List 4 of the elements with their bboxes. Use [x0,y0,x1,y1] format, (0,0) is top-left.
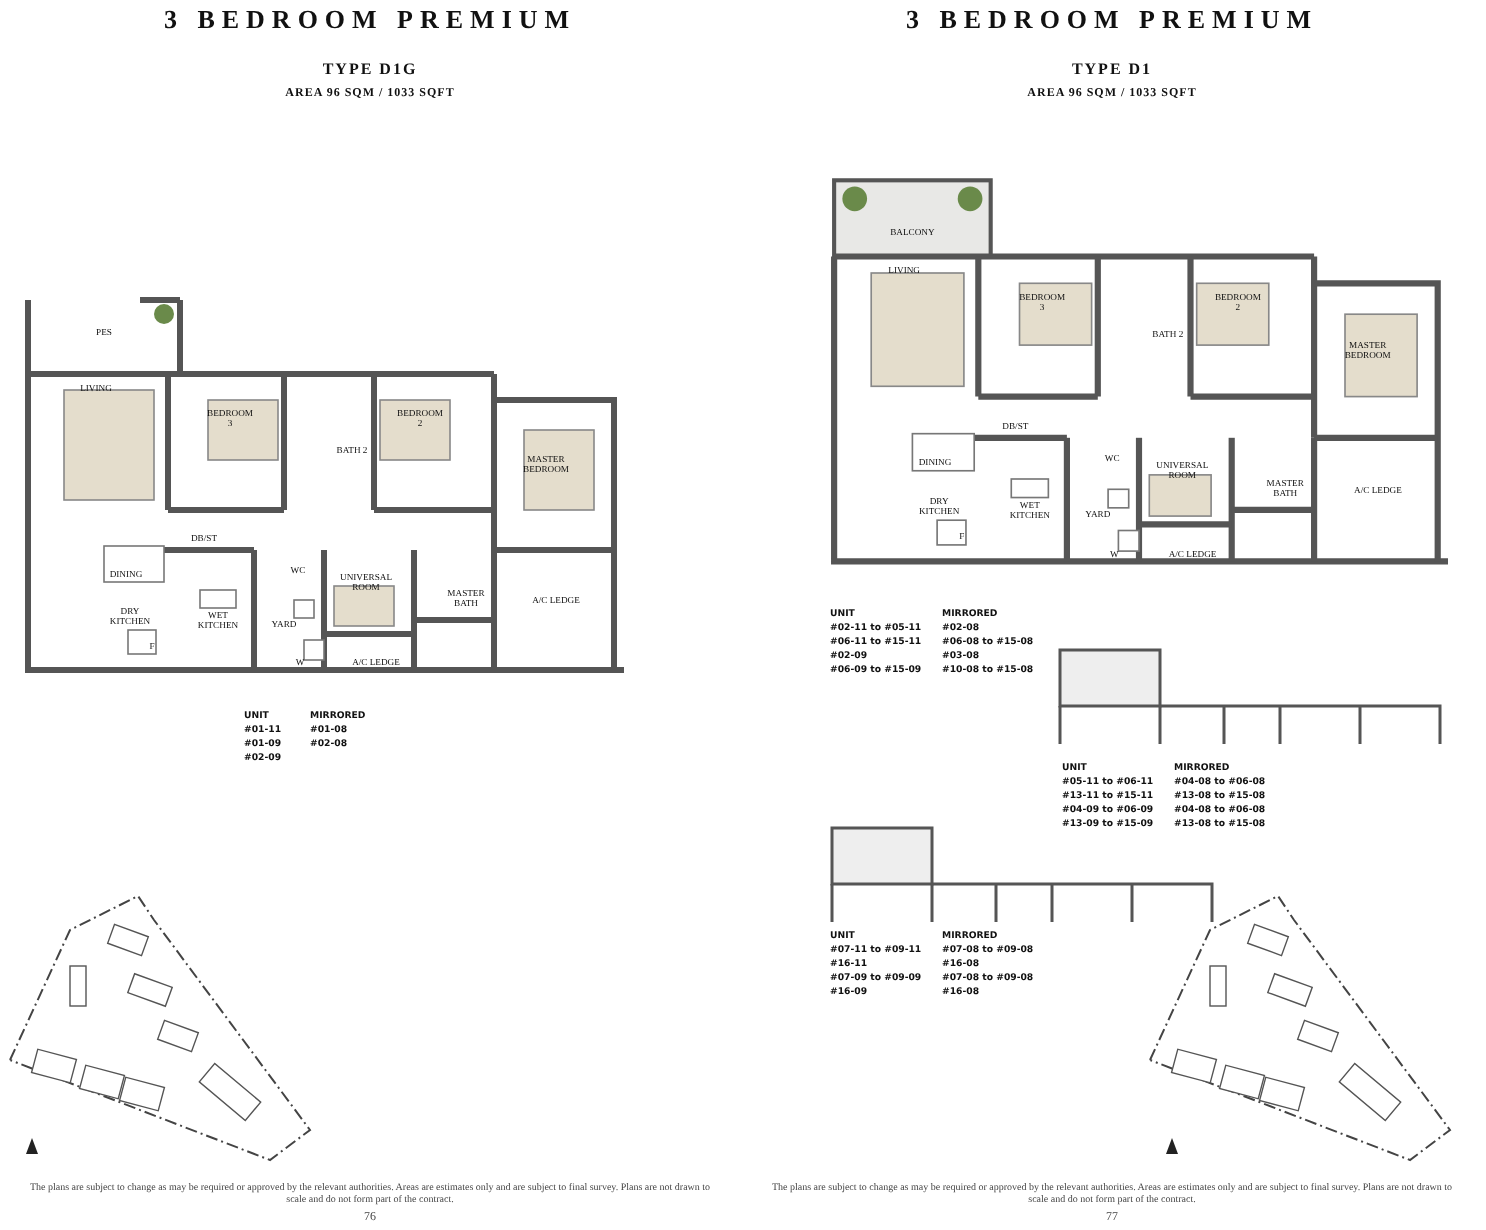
page-title: 3 BEDROOM PREMIUM [905,4,1319,36]
unit-type: TYPE D1 [1071,60,1153,78]
unit-type: TYPE D1G [322,60,418,78]
page-title: 3 BEDROOM PREMIUM [163,4,577,36]
